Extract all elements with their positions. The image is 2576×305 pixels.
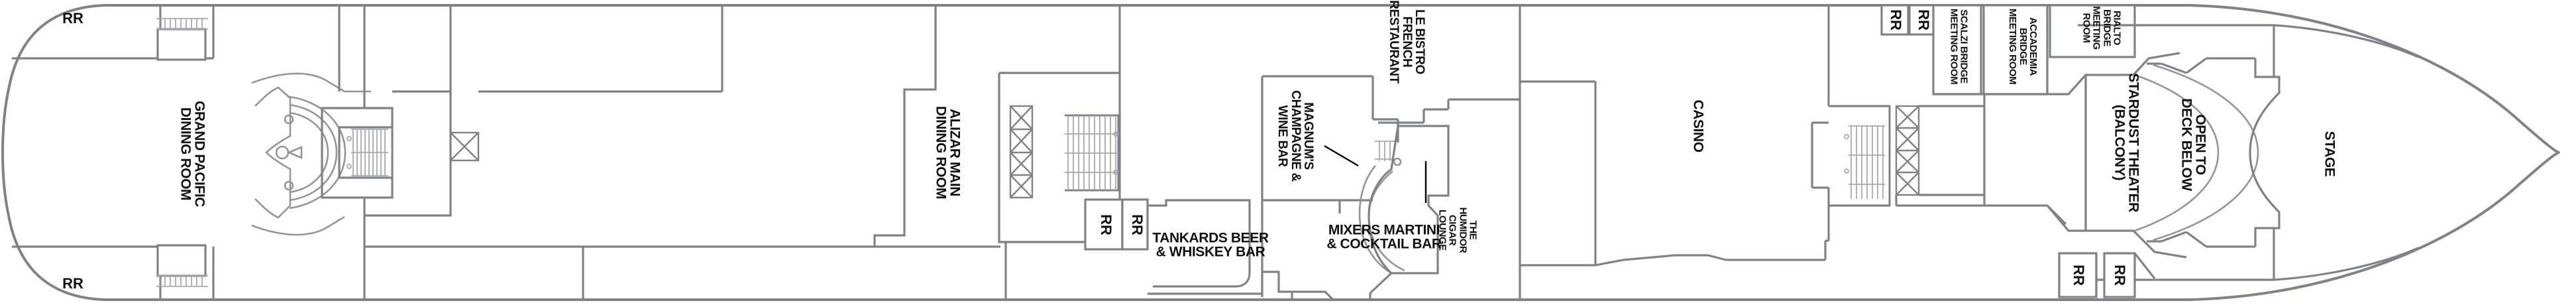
midship-core [998, 5, 1149, 300]
stairs-aft-port-upper [156, 18, 208, 30]
stairs-aft-center [347, 129, 388, 176]
elevator-bank-midship [1009, 105, 1034, 199]
stairs-aft-port-lower [156, 275, 208, 287]
corridor-lines [1595, 259, 1624, 267]
mid-aft-walls [449, 5, 1000, 300]
casino-walls [1623, 4, 1937, 261]
stairs-midship [1065, 114, 1120, 192]
elevator-bank-forward [1895, 105, 1920, 196]
stairs-casino [1841, 105, 1891, 207]
tankards-bar-walls [1148, 199, 1263, 297]
aft-atrium [251, 5, 583, 300]
le-bistro-walls [1378, 5, 1597, 300]
hull-outline [1, 4, 2560, 301]
alizar-main-dining-room-walls [721, 5, 937, 247]
humidor-lounge-walls [1358, 125, 1450, 300]
magnums-mixers-walls [1261, 75, 1399, 301]
stardust-theater-walls [2046, 24, 2419, 281]
starboard-rr-boxes [2058, 252, 2156, 298]
magnums-leader-line [1324, 145, 1359, 167]
grand-pacific-dining-room-walls [12, 5, 215, 300]
meeting-rooms-walls [1895, 4, 2136, 225]
